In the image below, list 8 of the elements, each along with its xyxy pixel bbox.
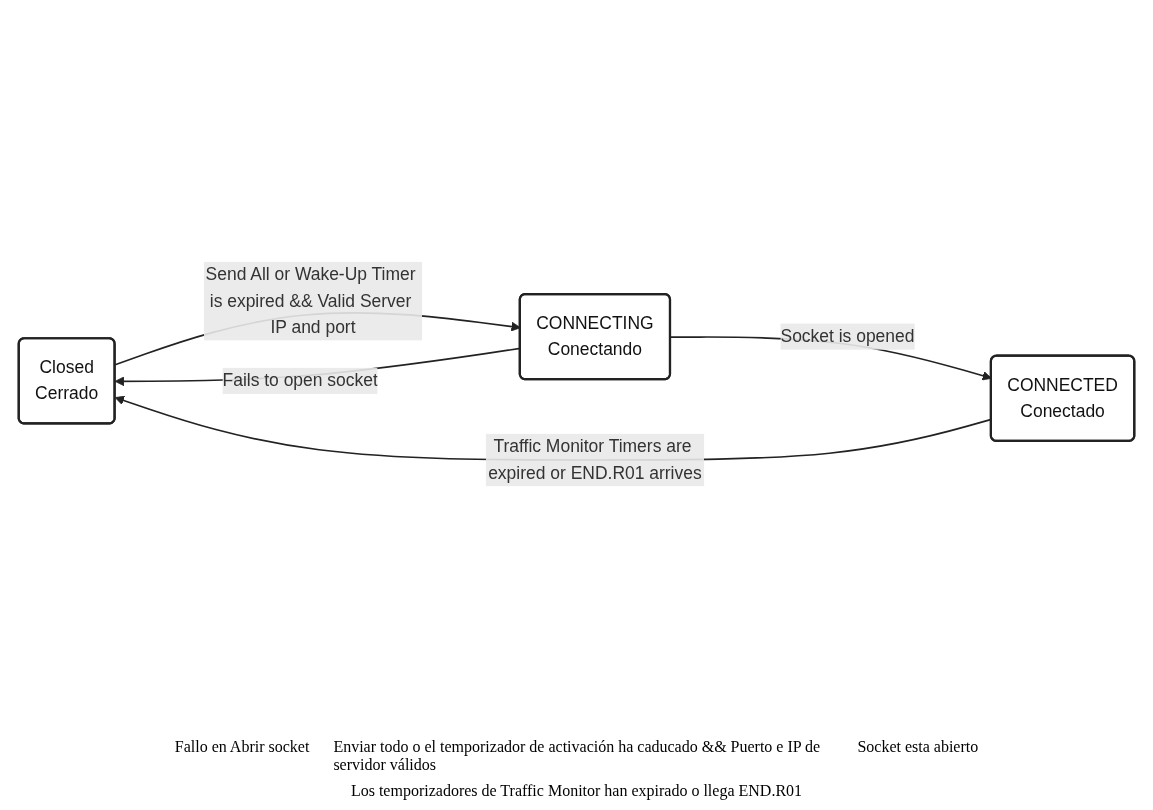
translation-note: Enviar todo o el temporizador de activación ha caducado && Puerto e IP de servidor válidos bbox=[333, 738, 822, 774]
edge-label: Traffic Monitor Timers are expired or END.R01 arrives bbox=[488, 437, 702, 482]
edge-label: Send All or Wake-Up Timer is expired && Valid Server IP and port bbox=[205, 265, 416, 337]
translation-note: Socket esta abierto bbox=[857, 738, 979, 757]
edge-label: Fails to open socket bbox=[222, 371, 378, 390]
edge-label: Socket is opened bbox=[780, 326, 915, 346]
translation-note: Los temporizadores de Traffic Monitor han expirado o llega END.R01 bbox=[350, 782, 803, 800]
translation-note: Fallo en Abrir socket bbox=[174, 738, 310, 757]
